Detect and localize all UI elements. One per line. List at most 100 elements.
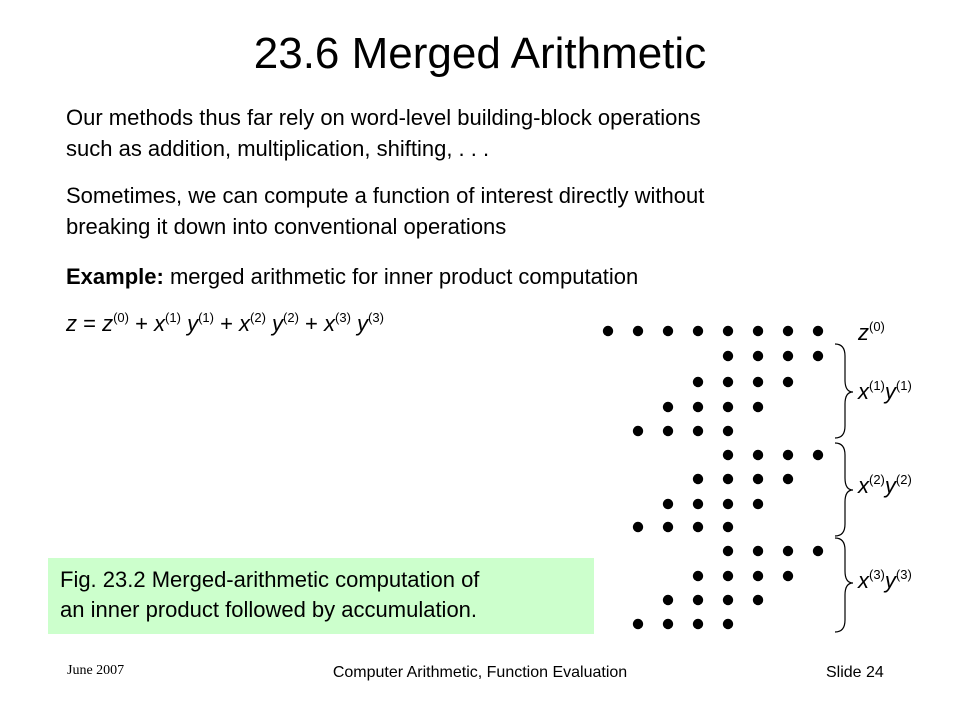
- dot: [662, 325, 674, 337]
- label-x3y3-y: y: [884, 568, 896, 593]
- label-x1y1-sup-x: (1): [869, 378, 885, 393]
- formula-sup-x1: (1): [165, 310, 181, 325]
- dot: [752, 449, 764, 461]
- example-label: Example:: [66, 264, 164, 289]
- dot: [722, 594, 734, 606]
- paragraph-2-line-2: breaking it down into conventional opera…: [66, 214, 507, 239]
- dot: [782, 376, 794, 388]
- dot: [662, 498, 674, 510]
- dot: [812, 449, 824, 461]
- label-x1y1-x: x: [858, 379, 869, 404]
- dot: [692, 594, 704, 606]
- dot: [722, 376, 734, 388]
- dot-matrix: [602, 325, 824, 630]
- dot: [722, 618, 734, 630]
- label-x2y2-sup-x: (2): [869, 472, 885, 487]
- formula-plus-2: +: [213, 311, 240, 336]
- slide-number: Slide 24: [826, 664, 884, 681]
- dot: [812, 325, 824, 337]
- dot: [722, 545, 734, 557]
- dot: [632, 521, 644, 533]
- formula-y1: y: [187, 311, 199, 336]
- formula-sup-y1: (1): [198, 310, 214, 325]
- formula-sup-0: (0): [113, 310, 129, 325]
- dot: [722, 401, 734, 413]
- example-text: merged arithmetic for inner product comp…: [163, 264, 639, 289]
- dot: [782, 545, 794, 557]
- dot: [692, 376, 704, 388]
- dot: [692, 401, 704, 413]
- paragraph-1-line-1: Our methods thus far rely on word-level …: [66, 105, 701, 130]
- label-x3y3-sup-x: (3): [869, 567, 885, 582]
- formula-sup-x2: (2): [250, 310, 266, 325]
- dot: [632, 425, 644, 437]
- dot: [812, 545, 824, 557]
- label-x2y2-x: x: [858, 473, 869, 498]
- formula-plus-1: +: [128, 311, 155, 336]
- dot: [752, 594, 764, 606]
- dot: [692, 570, 704, 582]
- dot: [722, 473, 734, 485]
- formula-z: z: [66, 311, 77, 336]
- dot: [662, 618, 674, 630]
- dot: [692, 521, 704, 533]
- dot: [722, 425, 734, 437]
- dot: [752, 350, 764, 362]
- label-z0-var: z: [858, 320, 869, 345]
- braces: [834, 343, 854, 633]
- dot: [692, 325, 704, 337]
- dot: [722, 498, 734, 510]
- dot: [782, 473, 794, 485]
- dot: [782, 325, 794, 337]
- dot: [752, 376, 764, 388]
- caption-line-1: Fig. 23.2 Merged-arithmetic computation …: [60, 567, 480, 592]
- label-x2y2: x(2)y(2): [858, 472, 912, 500]
- footer-title: Computer Arithmetic, Function Evaluation: [332, 664, 628, 681]
- label-x2y2-sup-y: (2): [895, 472, 912, 487]
- paragraph-2-line-1: Sometimes, we can compute a function of …: [66, 183, 705, 208]
- label-x3y3: x(3)y(3): [858, 567, 912, 595]
- formula-sup-x3: (3): [335, 310, 351, 325]
- label-x1y1-y: y: [884, 379, 896, 404]
- dot: [692, 498, 704, 510]
- formula-y2: y: [272, 311, 284, 336]
- formula-equals: =: [77, 311, 103, 336]
- dot: [752, 401, 764, 413]
- dot: [692, 473, 704, 485]
- brace-x3y3: [834, 537, 854, 633]
- dot: [722, 570, 734, 582]
- figure-caption: Fig. 23.2 Merged-arithmetic computation …: [48, 558, 594, 634]
- dot: [662, 521, 674, 533]
- brace-x2y2: [834, 442, 854, 537]
- dot: [722, 521, 734, 533]
- formula-x3: x: [324, 311, 336, 336]
- dot: [782, 449, 794, 461]
- label-x2y2-y: y: [884, 473, 896, 498]
- label-x3y3-sup-y: (3): [895, 567, 912, 582]
- dot: [722, 325, 734, 337]
- formula-sup-y3: (3): [368, 310, 384, 325]
- paragraph-1: Our methods thus far rely on word-level …: [66, 102, 866, 164]
- dot: [722, 350, 734, 362]
- formula-y3: y: [357, 311, 369, 336]
- dot: [752, 498, 764, 510]
- paragraph-2: Sometimes, we can compute a function of …: [66, 180, 866, 242]
- dot: [662, 594, 674, 606]
- dot: [662, 425, 674, 437]
- label-z0-sup: (0): [869, 319, 885, 334]
- slide-title: 23.6 Merged Arithmetic: [253, 29, 707, 78]
- paragraph-1-line-2: such as addition, multiplication, shifti…: [66, 136, 490, 161]
- dot: [782, 350, 794, 362]
- dot: [752, 325, 764, 337]
- dot: [752, 545, 764, 557]
- label-x1y1: x(1)y(1): [858, 378, 912, 406]
- example-line: Example: merged arithmetic for inner pro…: [66, 261, 866, 292]
- dot: [692, 618, 704, 630]
- inner-product-formula: z = z(0) + x(1) y(1) + x(2) y(2) + x(3) …: [66, 309, 384, 339]
- label-x1y1-sup-y: (1): [895, 378, 912, 393]
- formula-x1: x: [154, 311, 166, 336]
- dot: [752, 473, 764, 485]
- dot: [632, 618, 644, 630]
- dot: [602, 325, 614, 337]
